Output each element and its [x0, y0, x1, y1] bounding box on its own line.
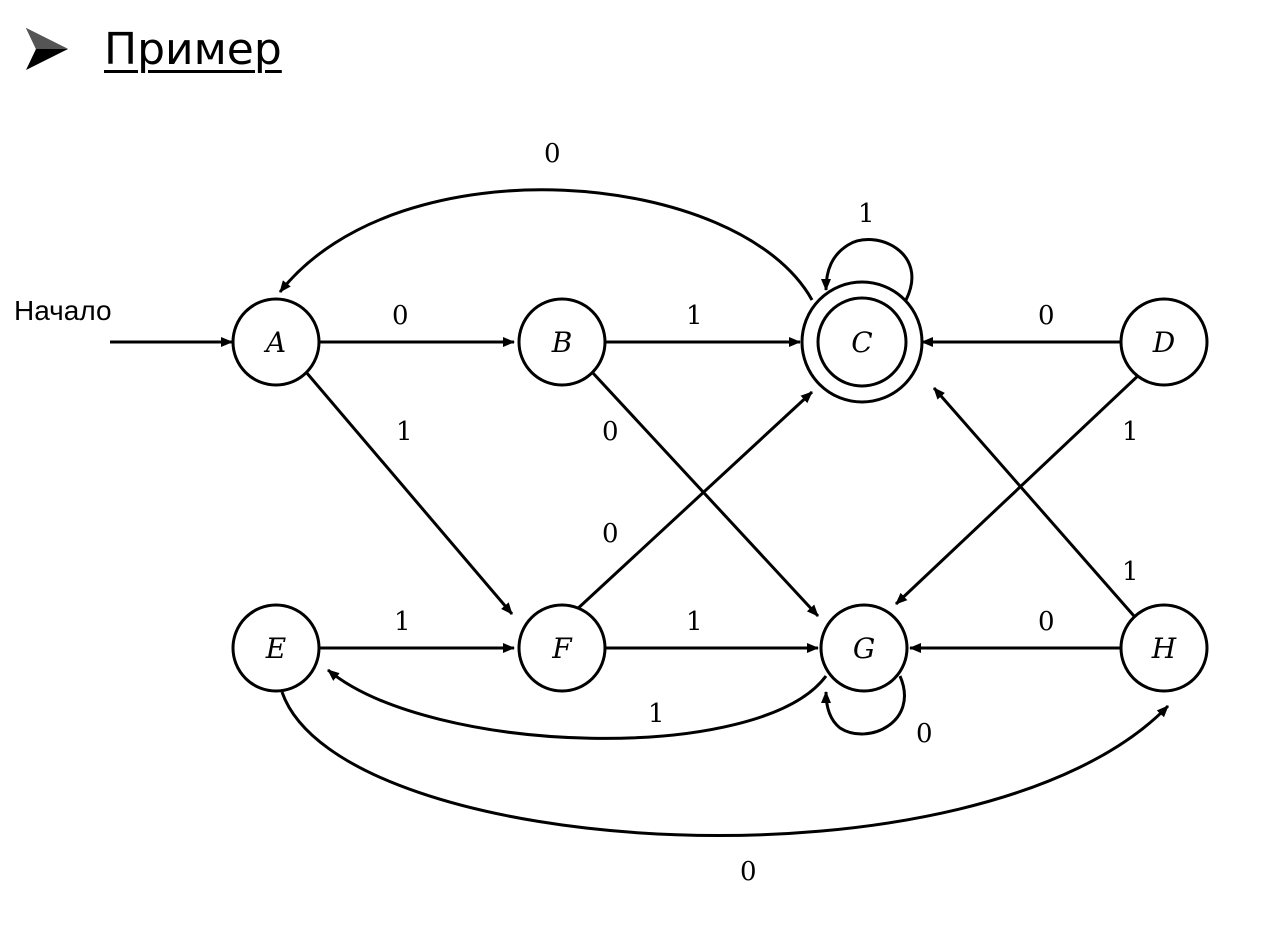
state-E: E	[231, 603, 321, 693]
slide-header: Пример	[22, 14, 282, 84]
edge-label-E-H: 0	[740, 857, 757, 887]
state-D: D	[1119, 297, 1209, 387]
state-label-A: A	[263, 326, 286, 359]
edge-F-C	[572, 390, 814, 614]
edge-label-C-A: 0	[544, 139, 561, 169]
edge-label-A-F: 1	[396, 417, 413, 447]
state-label-F: F	[551, 632, 573, 665]
slide-title: Пример	[104, 23, 282, 75]
edge-label-H-G: 0	[1038, 607, 1055, 637]
transitions	[278, 188, 1170, 837]
arrowhead-bullet-icon	[26, 28, 68, 70]
edge-label-D-G: 1	[1122, 417, 1139, 447]
state-A: A	[231, 297, 321, 387]
edge-label-B-G: 0	[602, 417, 619, 447]
state-B: B	[517, 297, 607, 387]
edge-G-E	[327, 668, 828, 740]
edge-label-H-C: 1	[1122, 557, 1139, 587]
edge-C-A	[278, 188, 814, 301]
state-label-D: D	[1152, 326, 1175, 359]
state-label-E: E	[265, 632, 286, 665]
edge-label-D-C: 0	[1038, 301, 1055, 331]
edge-E-H	[280, 691, 1170, 837]
edge-label-G-E: 1	[648, 699, 665, 729]
state-H: H	[1119, 603, 1209, 693]
state-label-B: B	[551, 326, 573, 359]
state-label-H: H	[1151, 632, 1177, 665]
edge-C-C	[821, 238, 914, 301]
edge-B-G	[590, 370, 820, 618]
edge-H-C	[932, 387, 1136, 617]
edge-label-E-F: 1	[394, 607, 411, 637]
edge-label-A-B: 0	[392, 301, 409, 331]
state-G: G	[819, 603, 909, 693]
state-F: F	[517, 603, 607, 693]
start-arrow: Начало	[14, 295, 233, 347]
edge-D-G	[894, 370, 1144, 606]
state-label-C: C	[851, 326, 872, 359]
edge-label-F-G: 1	[686, 607, 703, 637]
start-label: Начало	[14, 295, 112, 326]
edge-label-G-G: 0	[916, 719, 933, 749]
edge-label-F-C: 0	[602, 519, 619, 549]
state-label-G: G	[853, 632, 875, 665]
states: A B C D E F G H	[231, 280, 1209, 693]
state-C-accepting: C	[800, 280, 924, 404]
edge-G-G	[821, 675, 906, 736]
edge-label-C-C: 1	[858, 199, 875, 229]
edge-A-F	[304, 371, 514, 615]
transition-labels: 0 1 1 0 0 1 0 1 1 0 0 1 1 0 0 1	[392, 139, 1139, 887]
edge-label-B-C: 1	[686, 301, 703, 331]
